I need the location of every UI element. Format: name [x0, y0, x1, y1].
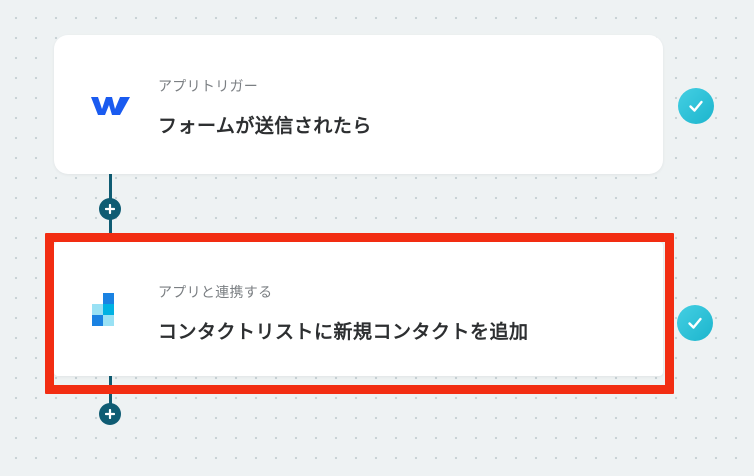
step-label: アプリトリガー: [158, 79, 259, 95]
plus-icon: [105, 204, 115, 214]
add-step-button[interactable]: [99, 403, 121, 425]
step-label: アプリと連携する: [158, 285, 273, 301]
step-title: コンタクトリストに新規コンタクトを追加: [158, 321, 529, 343]
webflow-icon: [90, 87, 134, 123]
flow-connector-line: [109, 376, 112, 406]
step-card-action[interactable]: アプリと連携する コンタクトリストに新規コンタクトを追加: [54, 242, 663, 376]
step-status-check: [677, 305, 713, 341]
check-icon: [688, 317, 702, 329]
plus-icon: [105, 409, 115, 419]
step-status-check: [678, 88, 714, 124]
add-step-button[interactable]: [99, 198, 121, 220]
step-card-trigger[interactable]: アプリトリガー フォームが送信されたら: [54, 35, 663, 174]
sendgrid-icon: [90, 292, 134, 328]
step-title: フォームが送信されたら: [158, 115, 372, 137]
check-icon: [689, 100, 703, 112]
